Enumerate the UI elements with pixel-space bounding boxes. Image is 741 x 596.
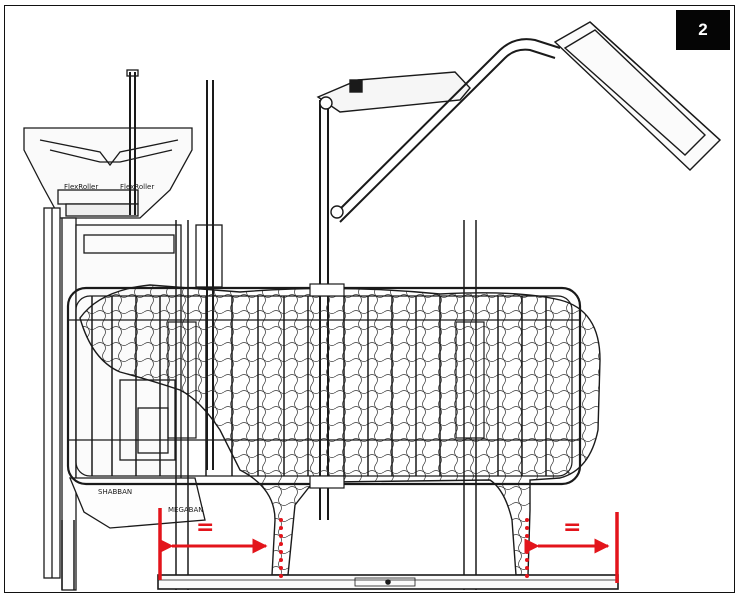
right-equal-sign: = bbox=[563, 515, 581, 540]
svg-text:MEGABAN: MEGABAN bbox=[168, 506, 204, 514]
dotted-leg-line-icon bbox=[525, 518, 529, 578]
step-number-badge: 2 bbox=[676, 10, 730, 50]
headgate-assembly: FlexRoller FlexRoller SHABBAN MEGABAN bbox=[23, 69, 223, 591]
svg-text:FlexRoller: FlexRoller bbox=[120, 183, 154, 191]
svg-text:SHABBAN: SHABBAN bbox=[98, 488, 132, 496]
dotted-leg-line-icon bbox=[279, 518, 283, 578]
chute-base bbox=[157, 574, 619, 590]
measurement-annotations bbox=[158, 508, 619, 583]
svg-text:FlexRoller: FlexRoller bbox=[64, 183, 98, 191]
side-panel-frame bbox=[66, 220, 582, 590]
diagram-frame bbox=[4, 5, 735, 593]
left-equal-sign: = bbox=[196, 515, 214, 540]
